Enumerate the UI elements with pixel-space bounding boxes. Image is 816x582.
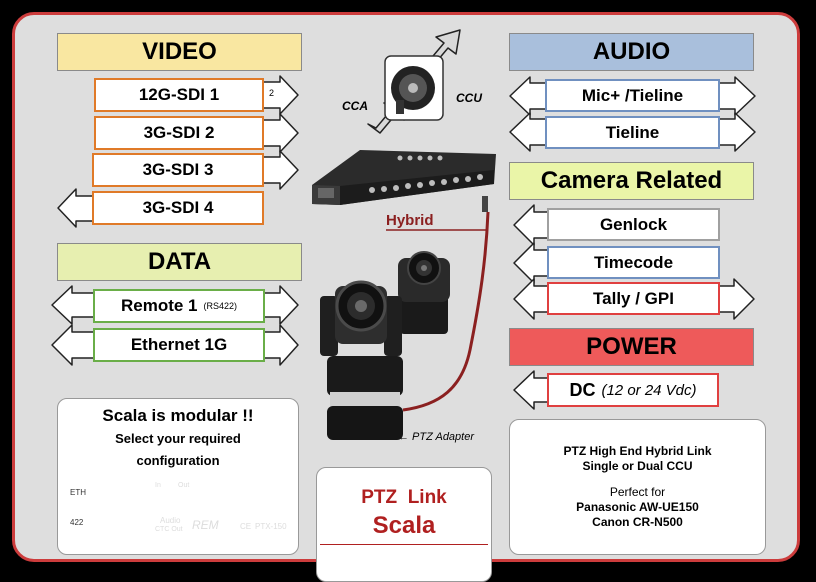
info-line4: Panasonic AW-UE150 (576, 500, 699, 514)
panel-422-label: 422 (70, 518, 84, 527)
video-signal-12g-sdi-1: 12G-SDI 1 (94, 78, 264, 112)
panel-out-label: Out (178, 482, 190, 489)
panel-audio-label: Audio (160, 516, 181, 525)
camera-signal-genlock: Genlock (547, 208, 720, 241)
modular-info-box (57, 398, 299, 555)
panel-ce-mark: CE (240, 522, 252, 531)
video-header: VIDEO (57, 33, 302, 71)
data-remote-1: Remote 1 (RS422) (93, 289, 265, 323)
modular-subtitle-line2: configuration (136, 453, 220, 468)
ccu-label: CCU (456, 91, 482, 105)
ptz-camera-small-icon (398, 251, 450, 334)
hybrid-cable (402, 211, 490, 412)
rack-device-icon (312, 150, 496, 212)
video-signal-3g-sdi-4: 3G-SDI 4 (92, 191, 264, 225)
arrow-ethernet-left (51, 324, 96, 366)
power-dc: DC (12 or 24 Vdc) (547, 373, 719, 407)
arrow-3g-sdi-4 (57, 188, 95, 228)
info-line2: Single or Dual CCU (582, 459, 693, 473)
modular-title: Scala is modular !! (102, 406, 254, 425)
panel-brand-logo: REM (192, 518, 219, 532)
video-marker: 2 (269, 88, 275, 98)
arrow-3g-sdi-2 (261, 113, 299, 153)
dc-note: (12 or 24 Vdc) (601, 381, 697, 399)
panel-model-label: PTX-150 (255, 522, 287, 531)
product-info-box (509, 419, 766, 555)
hybrid-label: Hybrid (386, 212, 434, 229)
camera-signal-tally-gpi: Tally / GPI (547, 282, 720, 315)
remote-label: Remote 1 (120, 296, 198, 315)
panel-audio-sub-label: CTC Out (155, 526, 183, 533)
power-header: POWER (509, 328, 754, 366)
video-signal-3g-sdi-3: 3G-SDI 3 (92, 153, 264, 187)
panel-eth-label: ETH (70, 488, 86, 497)
ptz-adapter-label: ← PTZ Adapter (398, 431, 475, 443)
remote-note: (RS422) (203, 301, 238, 311)
info-line3: Perfect for (609, 485, 666, 499)
dc-label: DC (569, 379, 596, 400)
cca-label: CCA (342, 99, 368, 113)
camera-related-header: Camera Related (509, 162, 754, 200)
arrow-remote-1 (51, 285, 96, 325)
video-signal-label: 12G-SDI 1 (138, 85, 220, 104)
data-ethernet-1g: Ethernet 1G (93, 328, 265, 362)
audio-header: AUDIO (509, 33, 754, 71)
info-line5: Canon CR-N500 (592, 515, 683, 529)
camera-signal-timecode: Timecode (547, 246, 720, 279)
video-signal-3g-sdi-2: 3G-SDI 2 (94, 116, 264, 150)
product-underline (320, 544, 488, 545)
arrow-3g-sdi-3 (261, 150, 299, 190)
arrow-ethernet-right (262, 324, 299, 366)
data-header: DATA (57, 243, 302, 281)
audio-signal-tieline: Tieline (545, 116, 720, 149)
cable-reel-icon (384, 55, 444, 121)
product-line1: PTZ Link (361, 487, 447, 508)
arrow-12g-sdi-1 (261, 75, 299, 115)
info-line1: PTZ High End Hybrid Link (563, 444, 712, 458)
arrow-remote-1-right (262, 285, 299, 325)
ptz-camera-large-icon (320, 280, 403, 440)
product-line2: Scala (372, 512, 436, 539)
panel-in-label: In (155, 482, 161, 489)
modular-subtitle-line1: Select your required (115, 431, 241, 446)
audio-signal-mic-tieline: Mic+ /Tieline (545, 79, 720, 112)
